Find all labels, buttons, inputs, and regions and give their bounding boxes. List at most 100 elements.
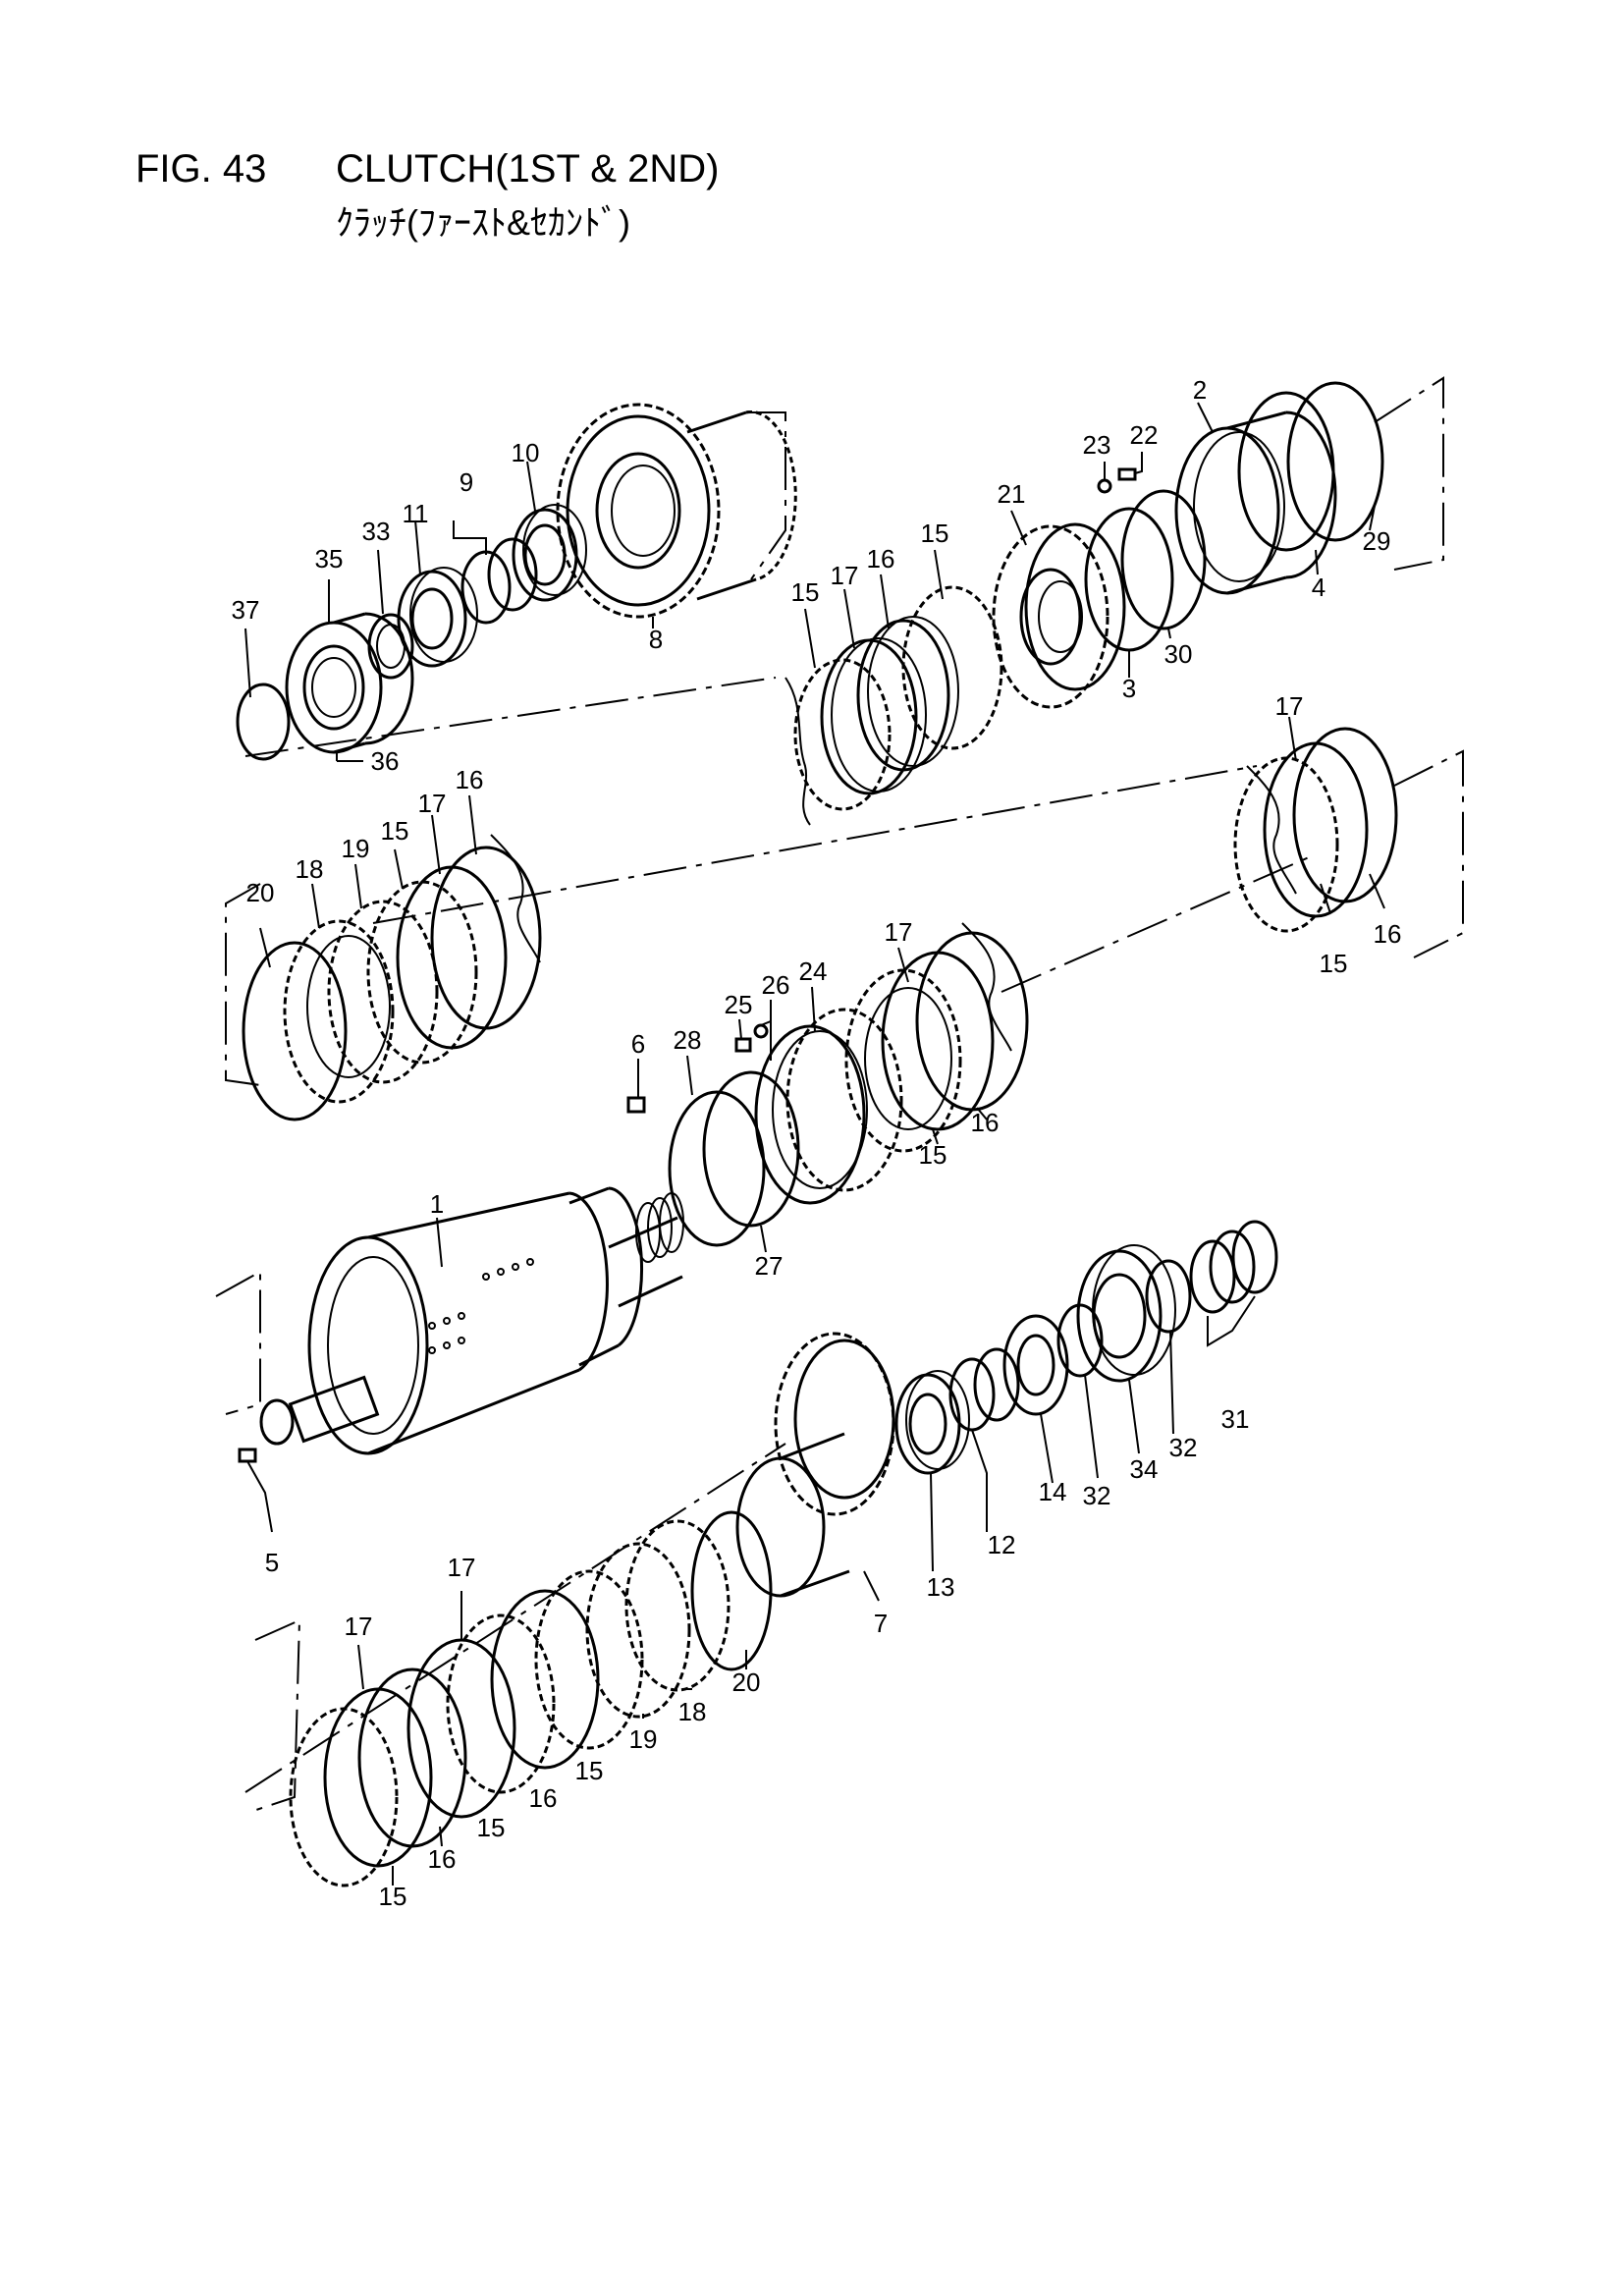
part-16-plate-bottom-a <box>490 1589 600 1770</box>
callout-19: 19 <box>629 1724 658 1754</box>
callout-34: 34 <box>1130 1454 1159 1484</box>
part-32-snap-ring-b <box>1056 1303 1104 1378</box>
callout-18: 18 <box>678 1697 707 1726</box>
part-13-bearing <box>894 1370 970 1475</box>
part-11-bearing <box>397 567 478 668</box>
callout-27: 27 <box>755 1251 784 1281</box>
callout-12: 12 <box>988 1530 1016 1559</box>
callout-16: 16 <box>971 1108 1000 1137</box>
part-15-disc-top-a <box>793 658 892 811</box>
part-15-disc-right-a <box>1233 756 1339 933</box>
part-14-bearing <box>1002 1314 1069 1416</box>
callout-15: 15 <box>381 816 409 846</box>
part-15-disc-mid <box>366 880 478 1065</box>
part-6-plug <box>626 1096 646 1114</box>
callout-7: 7 <box>874 1609 888 1638</box>
callout-labels: 37 35 33 11 9 10 8 36 15 17 16 15 21 23 … <box>232 375 1402 1911</box>
part-37-snap-ring <box>236 683 291 761</box>
leader-lines <box>244 402 1385 1886</box>
part-2-drum <box>1174 410 1337 595</box>
callout-31: 31 <box>1221 1404 1250 1434</box>
part-19-disc-bottom <box>585 1542 691 1719</box>
part-4-seal <box>1237 391 1335 552</box>
break-line <box>490 834 541 963</box>
part-16-plate-center <box>915 931 1029 1112</box>
callout-36: 36 <box>371 746 400 776</box>
part-15-disc-center <box>844 968 962 1153</box>
part-17-plate-top <box>820 637 927 795</box>
part-17-plate-right <box>1263 741 1369 918</box>
part-24-piston <box>754 1008 903 1205</box>
callout-17: 17 <box>1275 691 1304 721</box>
part-20-snap-ring-mid <box>242 941 348 1121</box>
callout-11: 11 <box>403 499 429 528</box>
break-line <box>1246 765 1297 895</box>
part-30-seal <box>1120 489 1207 630</box>
callout-16: 16 <box>456 765 484 794</box>
part-16-plate-mid <box>430 846 542 1030</box>
callout-14: 14 <box>1039 1477 1067 1506</box>
callout-17: 17 <box>418 789 447 818</box>
part-17-plate-mid <box>396 865 508 1050</box>
callout-20: 20 <box>246 878 275 907</box>
callout-17: 17 <box>448 1553 476 1582</box>
callout-15: 15 <box>919 1140 947 1170</box>
axis-lines <box>215 376 1464 1813</box>
part-18-plate-bottom <box>624 1519 730 1692</box>
break-line <box>961 922 1012 1052</box>
part-32-snap-ring-a <box>1145 1259 1192 1334</box>
callout-25: 25 <box>725 990 753 1019</box>
callout-16: 16 <box>867 544 895 574</box>
callout-15: 15 <box>1320 949 1348 978</box>
part-15-disc-bottom-c <box>289 1707 399 1887</box>
part-16-plate-top <box>856 616 959 772</box>
part-15-disc-bottom-b <box>446 1613 556 1794</box>
part-15-disc-bottom-a <box>534 1569 644 1750</box>
callout-1: 1 <box>430 1189 444 1219</box>
drum-holes <box>428 1258 534 1354</box>
part-29-seal <box>1286 381 1384 542</box>
callout-10: 10 <box>512 438 540 467</box>
part-18-plate-mid <box>283 919 395 1104</box>
callout-32: 32 <box>1083 1481 1111 1510</box>
part-7-gear <box>735 1332 895 1598</box>
part-1-clutch-drum <box>259 1186 684 1455</box>
callout-13: 13 <box>927 1572 955 1602</box>
callout-26: 26 <box>762 970 790 1000</box>
callout-16: 16 <box>428 1844 457 1874</box>
callout-9: 9 <box>460 467 473 497</box>
callout-20: 20 <box>732 1667 761 1697</box>
part-8-gear <box>556 403 797 619</box>
figure-subtitle: ｸﾗｯﾁ(ﾌｧｰｽﾄ&ｾｶﾝﾄﾞ) <box>336 202 630 243</box>
callout-4: 4 <box>1312 573 1325 602</box>
callout-28: 28 <box>674 1025 702 1055</box>
callout-17: 17 <box>345 1612 373 1641</box>
figure-number: FIG. 43 <box>135 147 267 191</box>
part-27-seal <box>702 1070 800 1228</box>
callout-17: 17 <box>885 917 913 947</box>
callout-23: 23 <box>1083 430 1111 460</box>
part-28-seal <box>668 1090 766 1247</box>
callout-16: 16 <box>1374 919 1402 949</box>
callout-29: 29 <box>1363 526 1391 556</box>
part-17-plate-center <box>881 951 995 1131</box>
part-5-plug <box>238 1448 257 1463</box>
part-31-seal-rings <box>1189 1220 1278 1314</box>
callout-6: 6 <box>631 1029 645 1059</box>
callout-16: 16 <box>529 1783 558 1813</box>
callout-15: 15 <box>791 577 820 607</box>
callout-21: 21 <box>998 479 1026 509</box>
callout-15: 15 <box>379 1882 407 1911</box>
figure-title: CLUTCH(1ST & 2ND) <box>336 147 720 191</box>
part-20-snap-ring-bottom <box>690 1510 773 1671</box>
callout-18: 18 <box>296 854 324 884</box>
callout-33: 33 <box>362 517 391 546</box>
callout-22: 22 <box>1130 420 1159 450</box>
callout-15: 15 <box>575 1756 604 1785</box>
part-15-disc-top-b <box>901 585 1003 750</box>
part-34-bearing <box>1076 1244 1176 1383</box>
part-17-plate-bottom-b <box>323 1687 433 1868</box>
callout-8: 8 <box>649 625 663 654</box>
callout-15: 15 <box>921 519 949 548</box>
